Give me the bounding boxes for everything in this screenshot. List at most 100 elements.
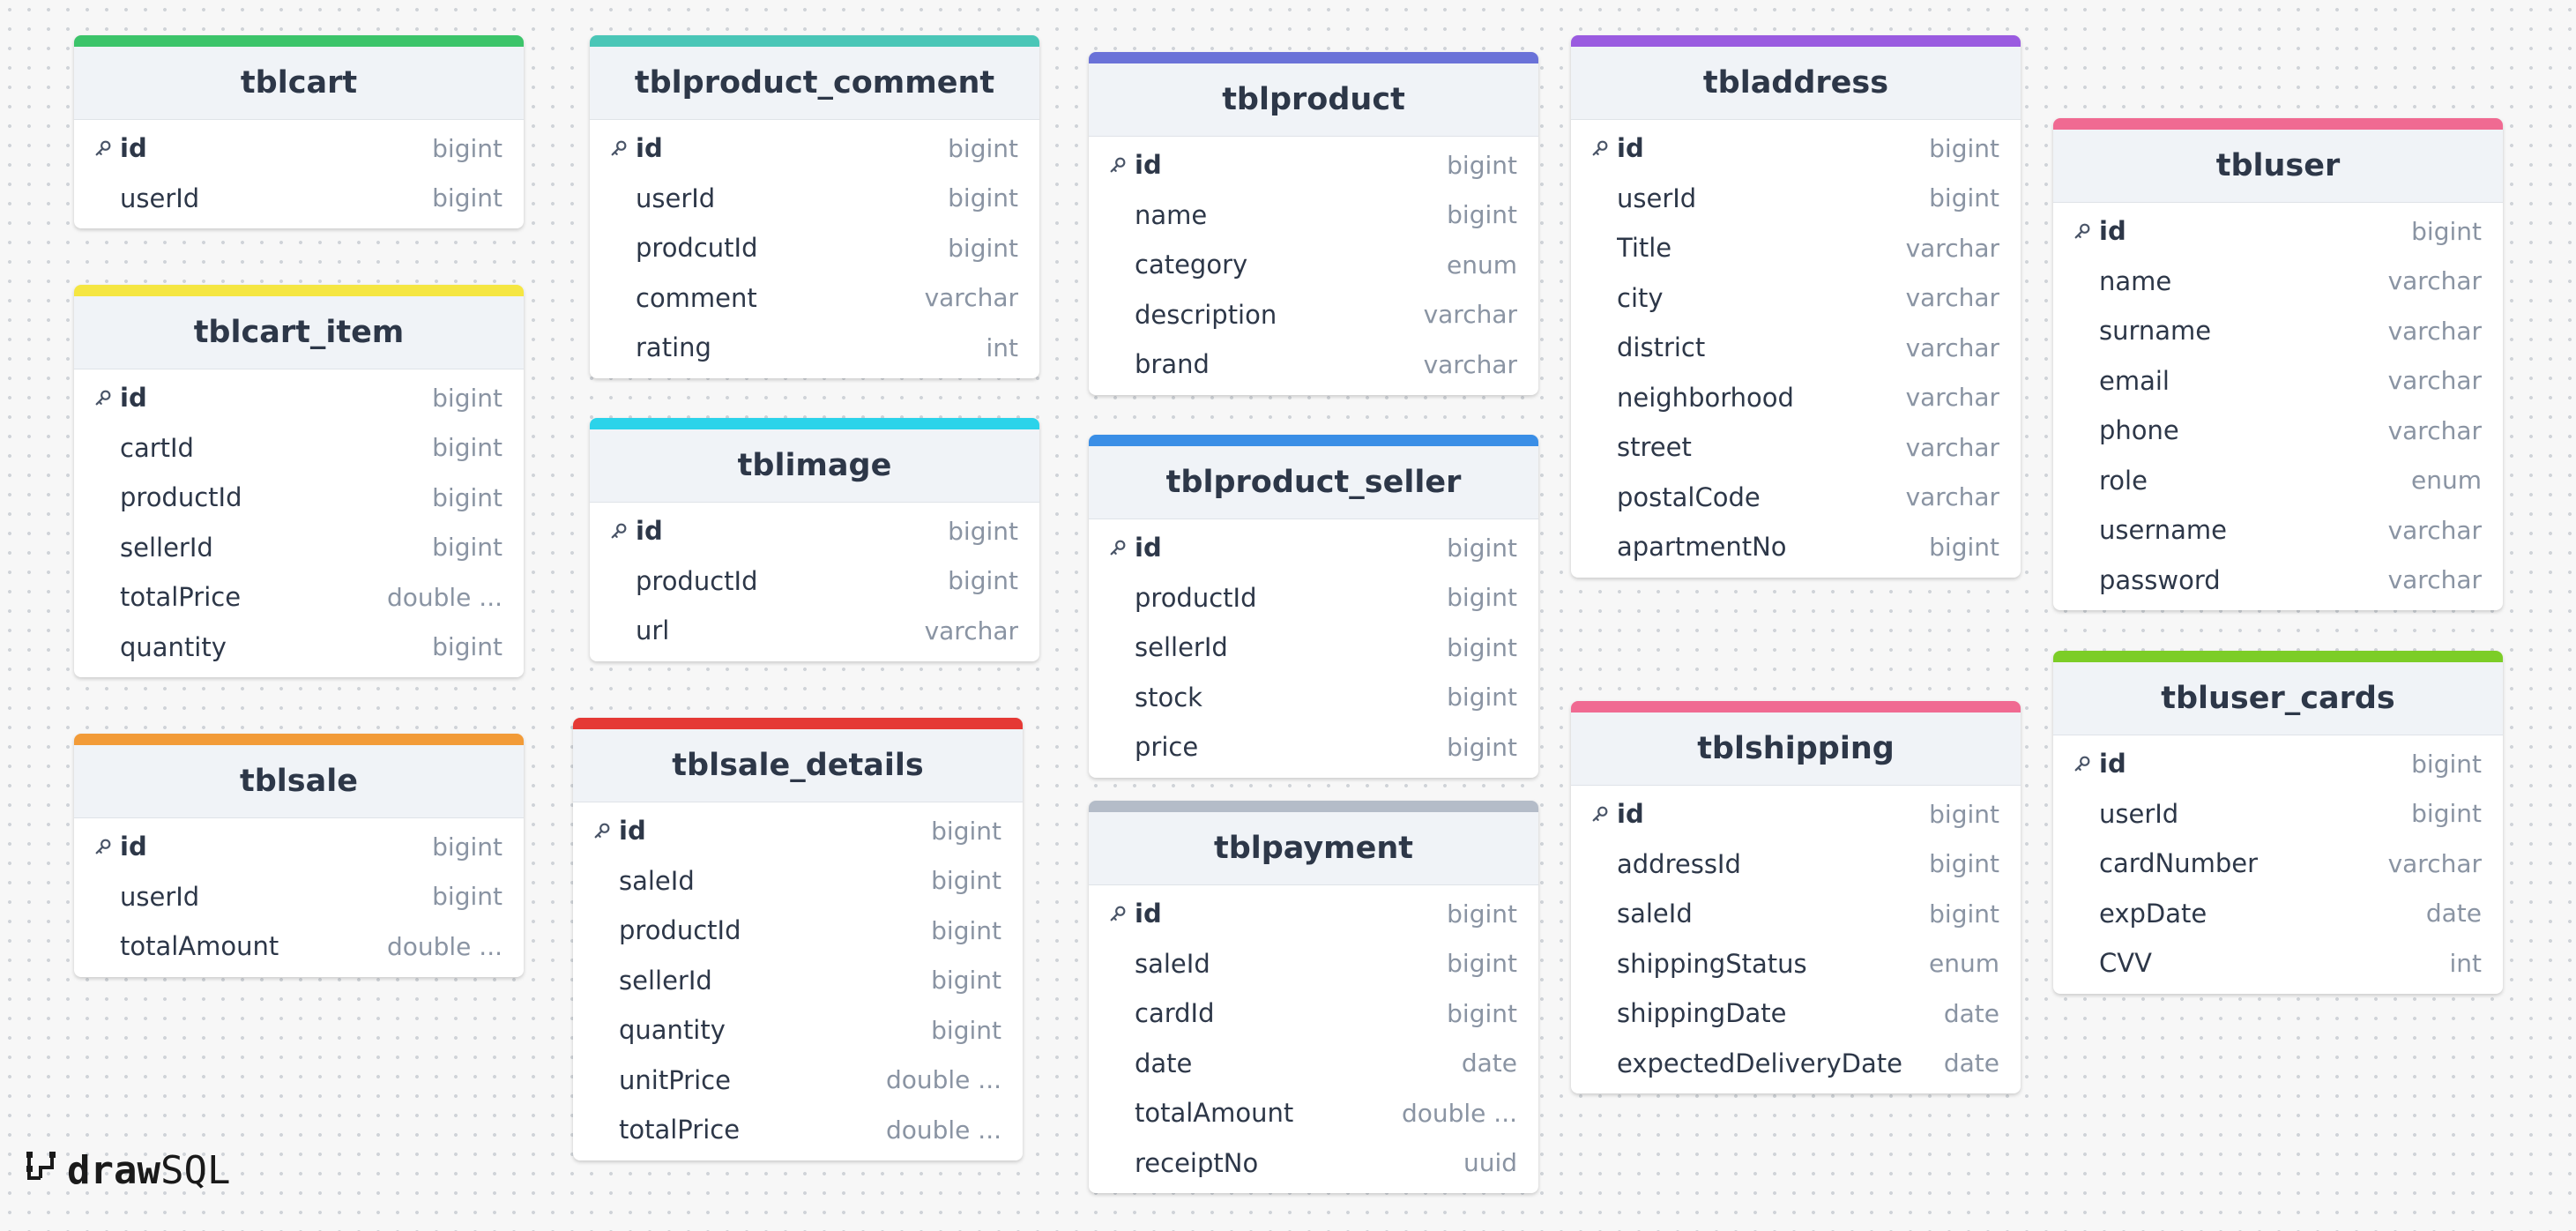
table-title[interactable]: tbluser_cards	[2053, 662, 2503, 735]
table-title[interactable]: tblimage	[590, 429, 1039, 503]
table-title[interactable]: tblproduct	[1089, 63, 1538, 137]
column-type: varchar	[2387, 366, 2482, 396]
drawsql-logo-icon	[25, 1148, 60, 1193]
table-title[interactable]: tblsale_details	[573, 729, 1023, 802]
table-title[interactable]: tblproduct_comment	[590, 47, 1039, 120]
table-title[interactable]: tblsale	[74, 745, 524, 818]
column-type: bigint	[432, 632, 503, 662]
table-title[interactable]: tblpayment	[1089, 812, 1538, 885]
column-name: userId	[120, 881, 200, 912]
table-title[interactable]: tbladdress	[1571, 47, 2021, 120]
table-title[interactable]: tblcart	[74, 47, 524, 120]
table-title[interactable]: tbluser	[2053, 130, 2503, 203]
table-title[interactable]: tblcart_item	[74, 296, 524, 369]
table-title[interactable]: tblshipping	[1571, 712, 2021, 786]
table-title[interactable]: tblproduct_seller	[1089, 446, 1538, 519]
